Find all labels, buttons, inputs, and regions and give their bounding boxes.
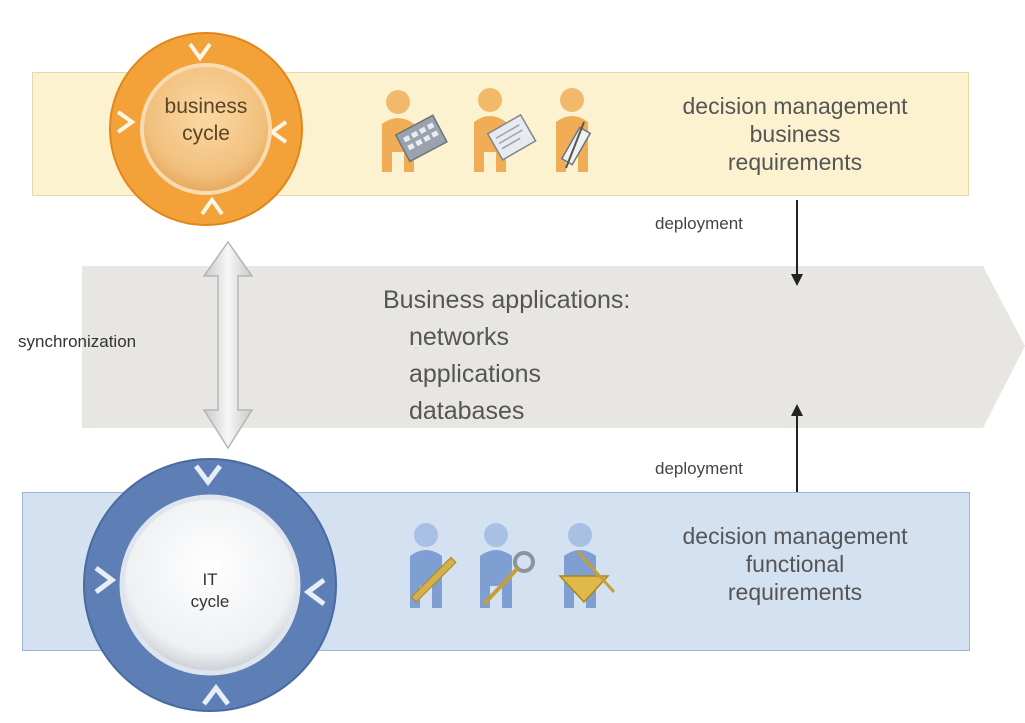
- applications-list-item: databases: [409, 397, 525, 425]
- business-requirements-line: decision management: [682, 93, 908, 119]
- business-requirements-line: business: [749, 121, 841, 148]
- business-cycle-label-line: cycle: [182, 122, 230, 146]
- synchronization-arrow: [202, 240, 254, 450]
- person-document-icon: [474, 88, 537, 172]
- it-cycle-label-line: IT: [202, 570, 218, 589]
- business-requirements-text: decision management business requirement…: [640, 92, 950, 176]
- business-cycle-label-line: business: [164, 95, 248, 118]
- person-set-square-icon: [558, 523, 616, 608]
- business-requirements-line: requirements: [727, 149, 863, 176]
- deployment-label-top: deployment: [655, 214, 743, 233]
- functional-requirements-line: decision management: [682, 523, 908, 549]
- applications-list-item: applications: [409, 360, 542, 388]
- applications-band: [82, 266, 1025, 428]
- it-cycle-ring: [83, 458, 337, 712]
- functional-requirements-line: functional: [745, 551, 845, 578]
- functional-requirements-text: decision management functional requireme…: [640, 522, 950, 606]
- person-pen-icon: [556, 88, 592, 172]
- person-ruler-icon: [410, 523, 457, 608]
- person-calculator-icon: [382, 90, 448, 172]
- business-applications-heading: Business applications:: [383, 286, 631, 314]
- deployment-label-bottom: deployment: [655, 459, 743, 478]
- synchronization-label: synchronization: [18, 332, 137, 351]
- it-cycle-label-line: cycle: [190, 592, 230, 612]
- person-wrench-icon: [480, 523, 535, 608]
- functional-requirements-line: requirements: [727, 579, 863, 606]
- applications-list-item: networks: [409, 323, 510, 351]
- business-cycle-ring: [109, 32, 303, 226]
- it-cycle-label: IT cycle: [170, 569, 250, 613]
- business-applications-text: Business applications: networks applicat…: [383, 282, 630, 430]
- business-cycle-label: business cycle: [156, 93, 256, 148]
